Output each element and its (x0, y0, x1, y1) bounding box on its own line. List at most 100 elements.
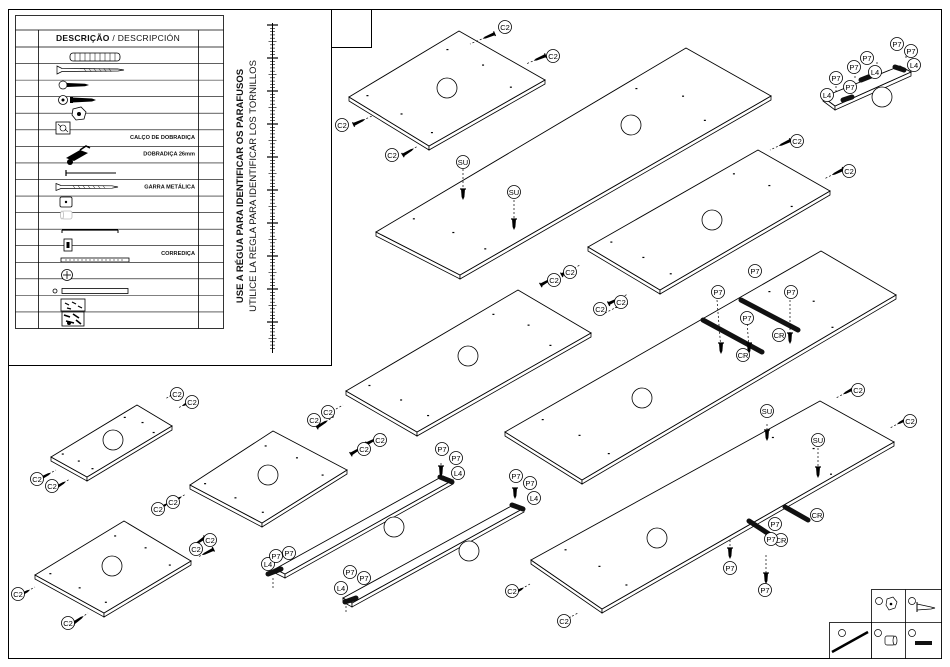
callout-c2: C2 (30, 472, 44, 486)
callout-c2: C2 (45, 479, 59, 493)
callout-text: C2 (844, 167, 854, 176)
legend-rod-icon (831, 629, 869, 654)
legend-screw-icon (908, 597, 936, 612)
callout-c2: C2 (11, 587, 25, 601)
callout-text: C2 (507, 587, 517, 596)
parts-table: DESCRIÇÃO / DESCRIPCIÓN CALÇO DE DOBRADI… (15, 15, 224, 329)
nail-icon (65, 170, 116, 176)
callout-text: C2 (337, 121, 347, 130)
callout-p7: P7 (711, 285, 725, 299)
callout-text: C2 (191, 545, 201, 554)
callout-c2: C2 (903, 414, 917, 428)
callout-c2: C2 (335, 118, 349, 132)
callout-text: SU (458, 158, 468, 167)
callout-text: C2 (500, 23, 510, 32)
callout-text: P7 (845, 83, 854, 92)
callout-text: C2 (375, 436, 385, 445)
callout-p7: P7 (784, 285, 798, 299)
callout-c2: C2 (505, 584, 519, 598)
callout-l4: L4 (907, 58, 921, 72)
part-label: CALÇO DE DOBRADIÇA (130, 135, 195, 141)
callout-text: P7 (786, 288, 795, 297)
callout-text: L4 (454, 469, 462, 478)
callout-p7: P7 (723, 561, 737, 575)
panel-label-circle (257, 464, 279, 486)
callout-p7: P7 (904, 44, 918, 58)
callout-text: P7 (511, 472, 520, 481)
callout-cr: CR (772, 328, 786, 342)
callout-p7: P7 (764, 532, 778, 546)
callout-text: C2 (387, 151, 397, 160)
handle-bar-icon (61, 229, 119, 233)
callout-text: P7 (742, 314, 751, 323)
callout-text: C2 (616, 298, 626, 307)
callout-c2: C2 (151, 502, 165, 516)
rail-bar-4 (782, 504, 811, 523)
callout-text: P7 (862, 54, 871, 63)
small-panel-left (50, 404, 173, 482)
callout-c2: C2 (547, 273, 561, 287)
panel-label-circle (101, 555, 123, 577)
callout-text: P7 (359, 574, 368, 583)
drawer-bracket-1 (265, 566, 284, 577)
callout-text: C2 (309, 416, 319, 425)
shelf-panel-right (587, 149, 831, 295)
callout-p7: P7 (509, 469, 523, 483)
rod-icon (52, 288, 129, 294)
callout-c2: C2 (557, 614, 571, 628)
callout-text: P7 (713, 288, 722, 297)
callout-text: SU (762, 407, 772, 416)
callout-text: P7 (760, 586, 769, 595)
accessory-bag-icon (60, 298, 86, 312)
panel-label-circle (457, 345, 479, 367)
long-panel-top (375, 47, 772, 280)
dowel-icon (69, 52, 121, 62)
callout-text: CR (774, 331, 785, 340)
callout-text: P7 (284, 549, 293, 558)
callout-text: C2 (359, 445, 369, 454)
callout-text: C2 (905, 417, 915, 426)
callout-l4: L4 (820, 88, 834, 102)
callout-p7: P7 (435, 442, 449, 456)
legend-bar-icon (908, 629, 932, 645)
callout-c2: C2 (166, 495, 180, 509)
callout-p7: P7 (449, 451, 463, 465)
callout-text: P7 (831, 74, 840, 83)
callout-text: C2 (168, 498, 178, 507)
legend-cylinder-icon (874, 629, 898, 646)
callout-c2: C2 (185, 395, 199, 409)
callout-cr: CR (810, 508, 824, 522)
panel-label-circle (436, 77, 458, 99)
callout-text: P7 (892, 40, 901, 49)
callout-c2: C2 (385, 148, 399, 162)
callout-text: P7 (437, 445, 446, 454)
callout-text: P7 (849, 63, 858, 72)
screw-icon (762, 572, 770, 585)
callout-text: C2 (548, 52, 558, 61)
panel-label-circle (631, 387, 653, 409)
callout-c2: C2 (614, 295, 628, 309)
callout-text: P7 (750, 267, 759, 276)
callout-l4: L4 (334, 581, 348, 595)
medium-panel-left (189, 430, 348, 528)
callout-p7: P7 (843, 80, 857, 94)
callout-c2: C2 (203, 533, 217, 547)
callout-text: P7 (725, 564, 734, 573)
callout-p7: P7 (282, 546, 296, 560)
callout-text: C2 (153, 505, 163, 514)
panel-label-circle (620, 114, 642, 136)
drawer-bracket-2 (437, 474, 455, 485)
callout-text: C2 (47, 482, 57, 491)
callout-c2: C2 (851, 383, 865, 397)
callout-text: SU (813, 436, 823, 445)
callout-p7: P7 (768, 517, 782, 531)
callout-c2: C2 (373, 433, 387, 447)
callout-text: C2 (63, 619, 73, 628)
callout-text: CR (812, 511, 823, 520)
drawer-bracket-3 (342, 595, 359, 605)
panels-layer (34, 30, 913, 618)
callout-p7: P7 (357, 571, 371, 585)
drawer-slide-icon (63, 238, 73, 252)
rail-bar-2 (738, 297, 801, 333)
